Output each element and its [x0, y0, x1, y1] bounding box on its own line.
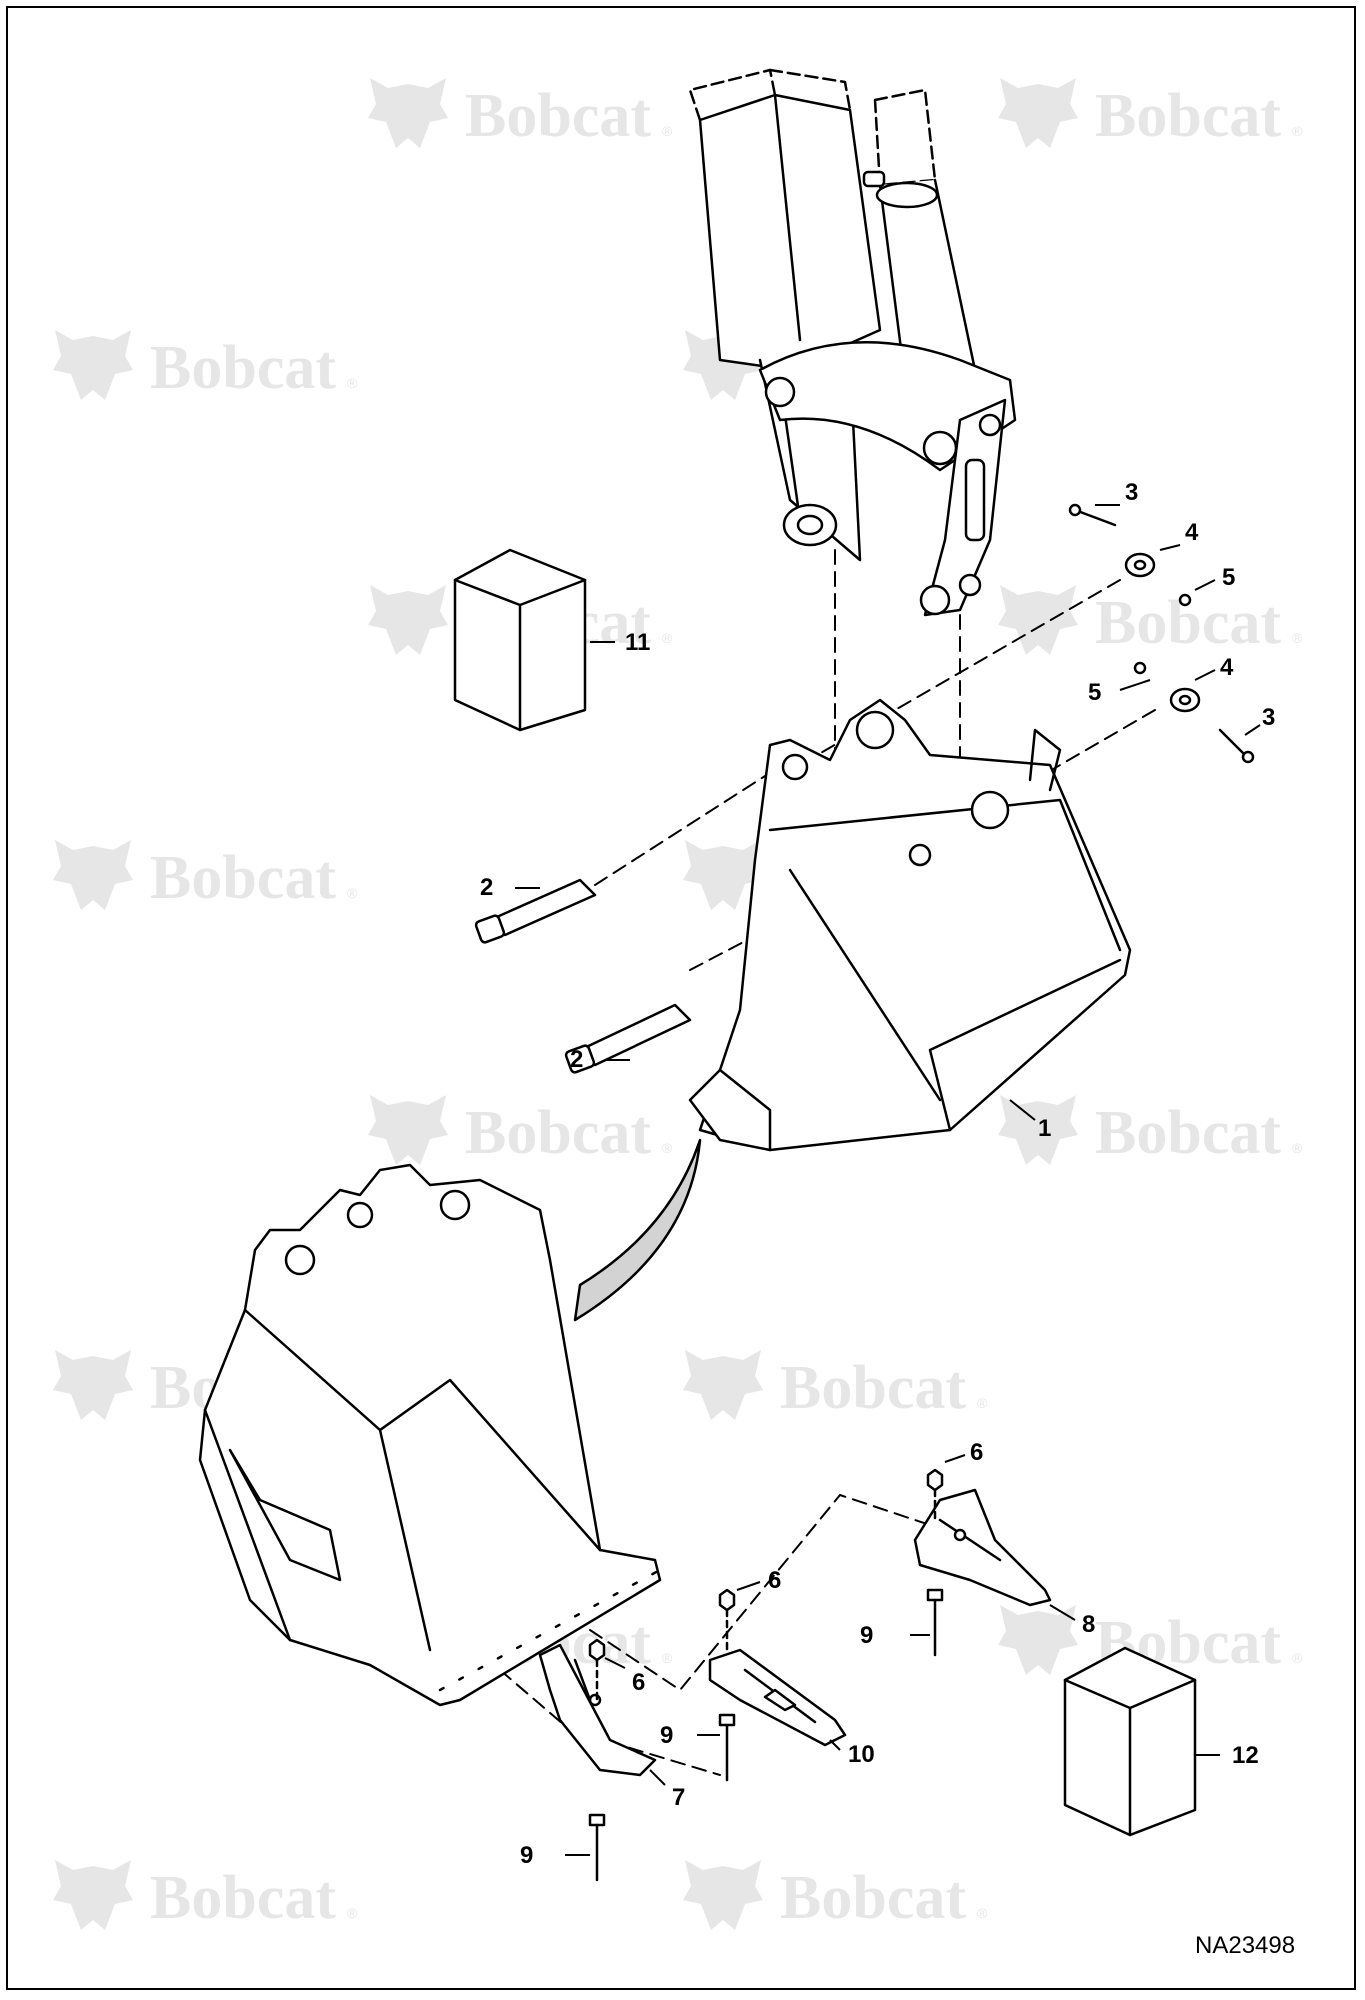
callout-labels: 1 2 2 3 3 4 4 5 5 6 6 6 7 8 9 9 9 10 11 … — [480, 479, 1275, 1869]
watermark-registered-mark: ® — [347, 375, 358, 391]
callout-bolt-upper: 3 — [1125, 479, 1138, 506]
bucket-detail-view — [198, 1163, 662, 1707]
watermark-registered-mark: ® — [977, 1395, 988, 1411]
bobcat-logo-icon — [368, 78, 448, 148]
callout-tooth-bolt-center: 9 — [660, 1722, 673, 1749]
bobcat-logo-icon — [683, 1860, 763, 1930]
view-arrow — [573, 1138, 702, 1322]
callout-center-tooth: 10 — [848, 1741, 875, 1768]
callout-tooth-bolt-left: 9 — [520, 1842, 533, 1869]
bobcat-logo-icon — [998, 1095, 1078, 1165]
tooth-hardware — [588, 1468, 944, 1882]
watermark: Bobcat ® — [53, 840, 358, 912]
watermark-text: Bobcat — [780, 1864, 966, 1932]
watermark-text: Bobcat — [150, 844, 336, 912]
watermark: Bobcat ® — [53, 330, 358, 402]
leader-lines — [515, 504, 1261, 1856]
callout-side-tooth-left: 7 — [672, 1784, 685, 1811]
pin-lower-drawing — [564, 1003, 692, 1074]
callout-nut-lower: 5 — [1088, 679, 1101, 706]
callout-washer-lower: 4 — [1220, 654, 1234, 681]
watermark-registered-mark: ® — [662, 630, 673, 646]
side-tooth-left-drawing — [538, 1643, 657, 1777]
kit-box-lower-drawing — [1063, 1646, 1197, 1837]
hydraulic-cylinder — [862, 88, 977, 382]
callout-kit-box-upper: 11 — [625, 629, 650, 656]
watermark-registered-mark: ® — [1292, 630, 1303, 646]
watermark-registered-mark: ® — [1292, 123, 1303, 139]
bobcat-logo-icon — [53, 1350, 133, 1420]
watermark: Bobcat ® — [368, 78, 673, 150]
watermark: Bobcat ® — [368, 1095, 673, 1167]
watermark-registered-mark: ® — [662, 1140, 673, 1156]
bobcat-logo-icon — [998, 585, 1078, 655]
watermark-text: Bobcat — [465, 82, 651, 150]
watermark: Bobcat ® — [683, 1860, 988, 1932]
watermark-registered-mark: ® — [662, 123, 673, 139]
callout-pin-lower: 2 — [570, 1046, 583, 1073]
callout-washer-upper: 4 — [1185, 519, 1199, 546]
watermark-text: Bobcat — [150, 334, 336, 402]
watermark-registered-mark: ® — [662, 1650, 673, 1666]
bobcat-logo-icon — [368, 1095, 448, 1165]
excavator-arm — [688, 68, 882, 562]
watermark-text: Bobcat — [150, 1864, 336, 1932]
watermark-registered-mark: ® — [347, 885, 358, 901]
callout-tooth-bolt-right: 9 — [860, 1622, 873, 1649]
callout-bolt-lower: 3 — [1262, 704, 1275, 731]
bucket-assembly — [688, 698, 1132, 1152]
callout-tooth-nut-right: 6 — [970, 1439, 983, 1466]
pin-upper-drawing — [474, 878, 597, 944]
watermark: Bobcat® — [998, 585, 1303, 657]
bobcat-logo-icon — [53, 1860, 133, 1930]
bobcat-logo-icon — [998, 1605, 1078, 1675]
watermark-text: Bobcat — [780, 1354, 966, 1422]
center-tooth-drawing — [708, 1648, 847, 1747]
hardware-lower — [1133, 661, 1255, 764]
callout-pin-upper: 2 — [480, 874, 493, 901]
bucket-linkage — [758, 341, 1017, 617]
drawing-code: NA23498 — [1195, 1932, 1295, 1959]
watermark: Bobcat® — [998, 1605, 1303, 1677]
watermark-text: Bobcat — [1095, 82, 1281, 150]
callout-bucket: 1 — [1038, 1115, 1051, 1142]
watermark-registered-mark: ® — [1292, 1140, 1303, 1156]
bobcat-logo-icon — [683, 1350, 763, 1420]
watermark: Bobcat ® — [683, 1350, 988, 1422]
watermark-text: Bobcat — [465, 1099, 651, 1167]
watermark-registered-mark: ® — [977, 1905, 988, 1921]
watermark: Bobcat ® — [998, 1095, 1303, 1167]
bobcat-logo-icon — [998, 78, 1078, 148]
watermark-text: Bobcat — [1095, 1099, 1281, 1167]
watermark-registered-mark: ® — [347, 1905, 358, 1921]
callout-tooth-nut-left: 6 — [632, 1669, 645, 1696]
callout-tooth-nut-center: 6 — [768, 1567, 781, 1594]
bobcat-logo-icon — [53, 840, 133, 910]
watermark-registered-mark: ® — [1292, 1650, 1303, 1666]
kit-box-upper-drawing — [453, 548, 587, 732]
callout-side-tooth-right: 8 — [1082, 1611, 1095, 1638]
hardware-upper — [1068, 503, 1192, 607]
assembly-lines — [499, 549, 1156, 1776]
bobcat-logo-icon — [53, 330, 133, 400]
side-tooth-right-drawing — [913, 1488, 1052, 1607]
bobcat-logo-icon — [683, 840, 763, 910]
bobcat-logo-icon — [368, 585, 448, 655]
watermark: Bobcat ® — [998, 78, 1303, 150]
callout-kit-box-lower: 12 — [1232, 1742, 1259, 1769]
watermark: Bobcat ® — [53, 1860, 358, 1932]
callout-nut-upper: 5 — [1222, 564, 1235, 591]
